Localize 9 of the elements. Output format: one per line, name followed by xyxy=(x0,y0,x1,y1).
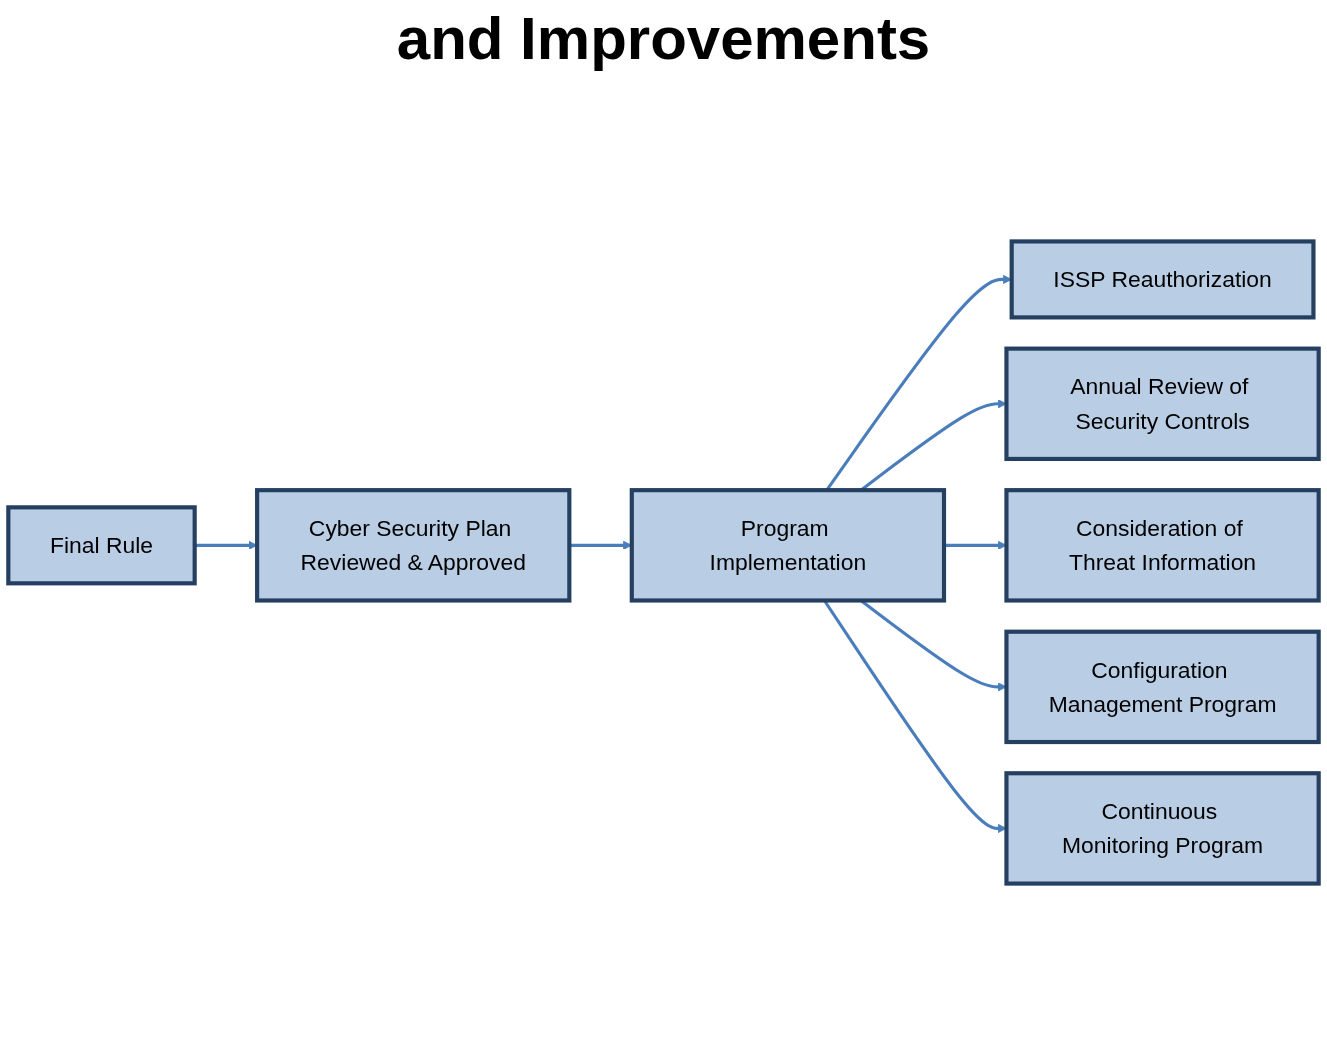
node-box: Program Implementation xyxy=(629,488,947,603)
node-box: Configuration Management Program xyxy=(1004,629,1321,745)
node-box: Continuous Monitoring Program xyxy=(1004,771,1321,886)
node-box: Annual Review of Security Controls xyxy=(1004,346,1321,462)
node-box: Final Rule xyxy=(6,505,197,586)
title: and Improvements xyxy=(396,4,931,74)
node-box: Cyber Security Plan Reviewed & Approved xyxy=(255,488,572,603)
node-box: Consideration of Threat Information xyxy=(1004,488,1321,603)
node-box: ISSP Reauthorization xyxy=(1009,239,1316,320)
